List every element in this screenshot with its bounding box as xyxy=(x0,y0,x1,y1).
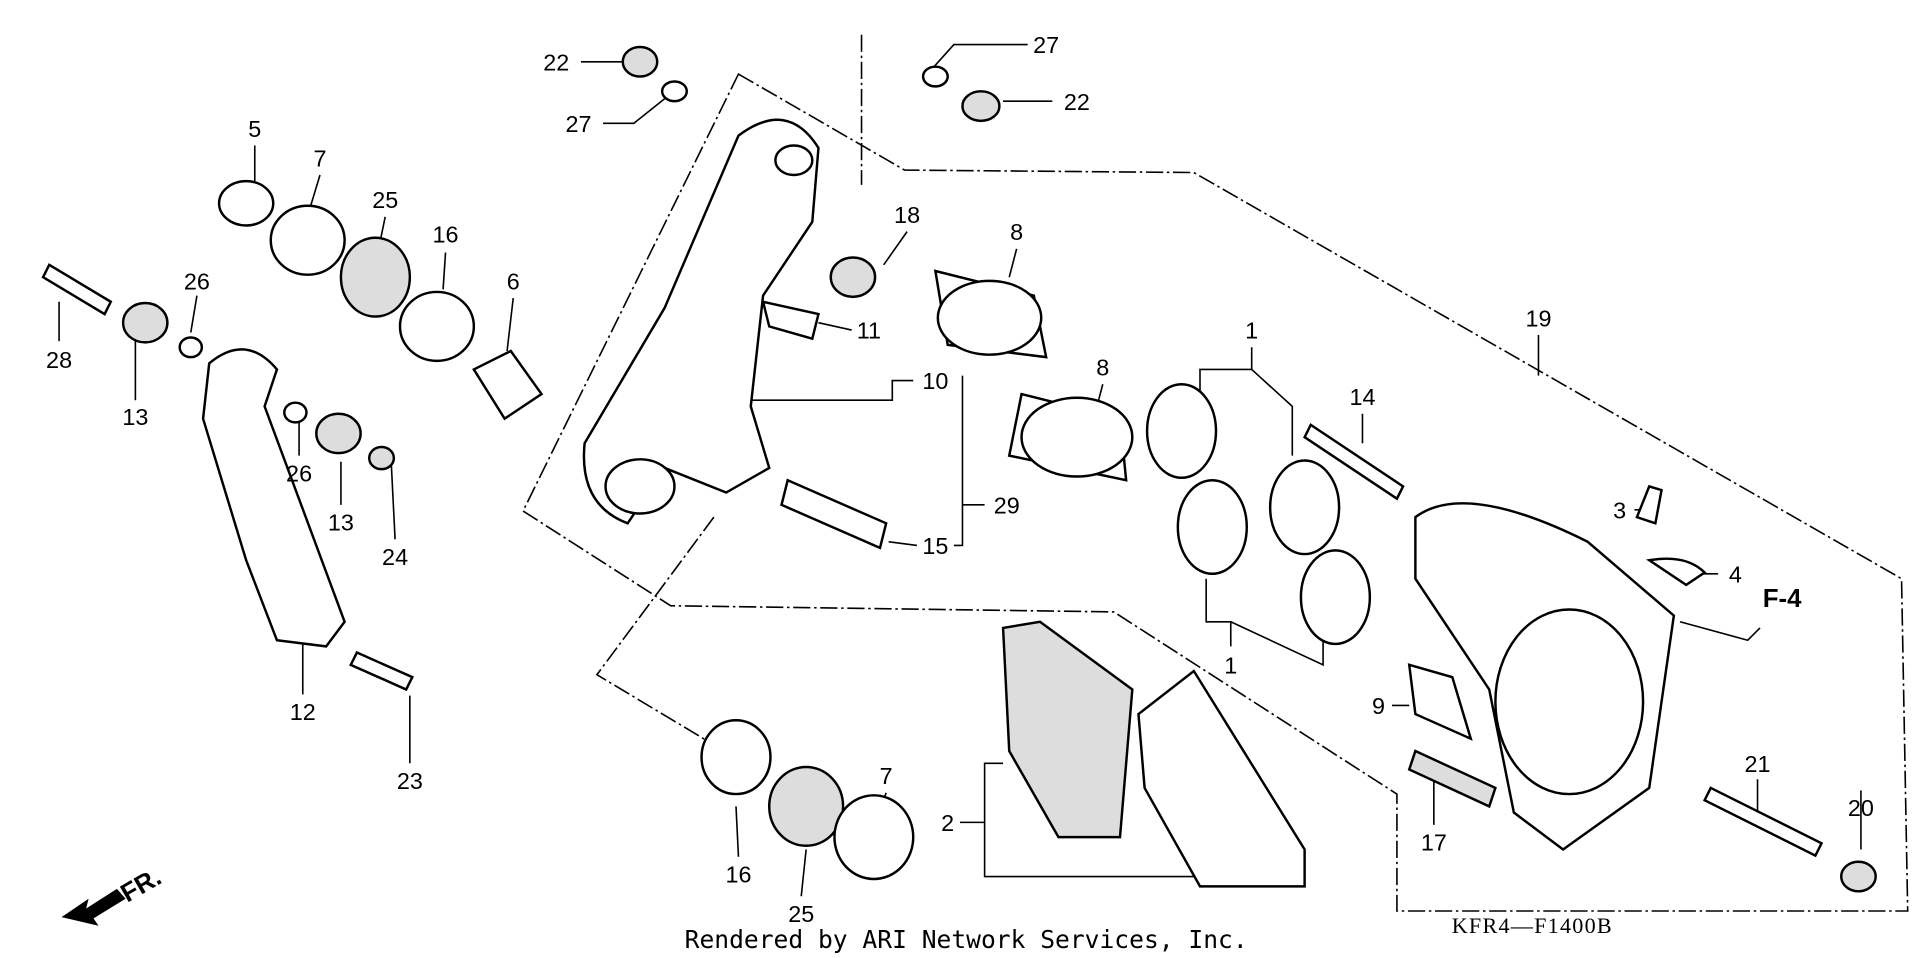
callout-18[interactable]: 18 xyxy=(894,202,920,228)
callout-16[interactable]: 16 xyxy=(725,862,751,888)
callout-17[interactable]: 17 xyxy=(1421,830,1447,856)
callout-1[interactable]: 1 xyxy=(1245,318,1258,344)
callout-27[interactable]: 27 xyxy=(565,111,591,137)
callout-11[interactable]: 11 xyxy=(857,318,881,344)
callout-26[interactable]: 26 xyxy=(184,268,210,294)
callout-10[interactable]: 10 xyxy=(922,368,948,394)
callout-6[interactable]: 6 xyxy=(507,268,520,294)
callout-7[interactable]: 7 xyxy=(880,763,893,789)
callout-2[interactable]: 2 xyxy=(941,810,954,836)
callout-23[interactable]: 23 xyxy=(397,768,423,794)
callout-8[interactable]: 8 xyxy=(1010,219,1023,245)
callout-20[interactable]: 20 xyxy=(1848,795,1874,821)
callout-13[interactable]: 13 xyxy=(328,510,354,536)
callout-16[interactable]: 16 xyxy=(433,222,459,248)
callout-25[interactable]: 25 xyxy=(788,901,814,927)
reference-f4[interactable]: F-4 xyxy=(1763,585,1802,613)
credit-text: Rendered by ARI Network Services, Inc. xyxy=(685,925,1248,954)
callout-3[interactable]: 3 xyxy=(1613,497,1626,523)
assembly-outlines xyxy=(522,34,1909,912)
callout-22[interactable]: 22 xyxy=(1064,89,1090,115)
leader-lines xyxy=(58,43,1862,897)
callout-9[interactable]: 9 xyxy=(1372,693,1385,719)
front-direction-arrow: FR. xyxy=(61,863,166,926)
callout-22[interactable]: 22 xyxy=(543,49,569,75)
parts xyxy=(41,45,1877,893)
callout-13[interactable]: 13 xyxy=(122,404,148,430)
callout-7[interactable]: 7 xyxy=(313,145,326,171)
callout-21[interactable]: 21 xyxy=(1745,751,1771,777)
callout-4[interactable]: 4 xyxy=(1729,561,1742,587)
callout-28[interactable]: 28 xyxy=(46,347,72,373)
callout-14[interactable]: 14 xyxy=(1349,384,1375,410)
callout-5[interactable]: 5 xyxy=(248,116,261,142)
callout-labels: 22 27 22 27 5 7 25 16 18 8 6 26 28 13 11… xyxy=(46,32,1874,927)
callout-19[interactable]: 19 xyxy=(1525,305,1551,331)
callout-26[interactable]: 26 xyxy=(286,460,312,486)
callout-25[interactable]: 25 xyxy=(372,187,398,213)
front-label: FR. xyxy=(116,863,166,908)
callout-12[interactable]: 12 xyxy=(290,699,316,725)
callout-15[interactable]: 15 xyxy=(922,533,948,559)
callout-27[interactable]: 27 xyxy=(1033,32,1059,58)
diagram-code: KFR4—F1400B xyxy=(1452,913,1613,938)
callout-24[interactable]: 24 xyxy=(382,544,408,570)
callout-29[interactable]: 29 xyxy=(994,492,1020,518)
callout-1[interactable]: 1 xyxy=(1224,652,1237,678)
callout-8[interactable]: 8 xyxy=(1096,355,1109,381)
